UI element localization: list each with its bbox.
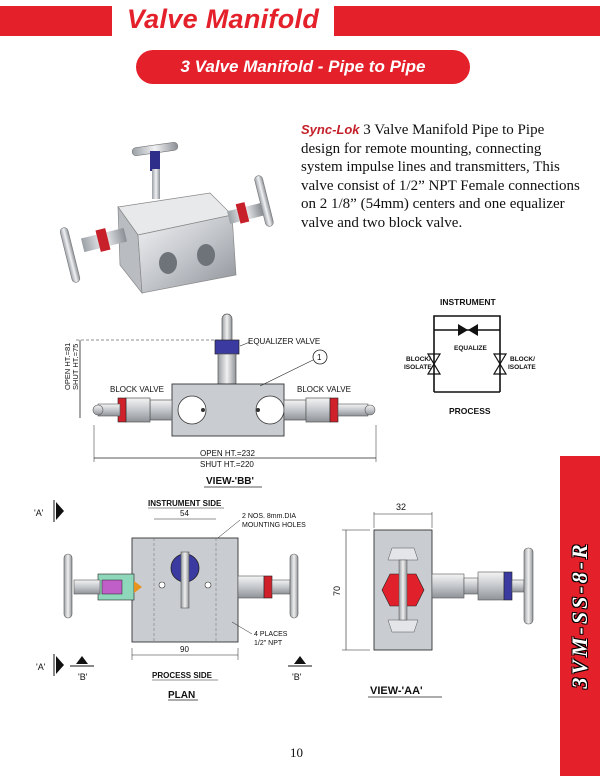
marker-a-bottom: 'A' bbox=[36, 662, 46, 672]
plan-dim-90: 90 bbox=[180, 645, 189, 654]
view-aa-drawing: 32 70 VIEW-'AA' bbox=[332, 502, 534, 698]
aa-view-caption: VIEW-'AA' bbox=[370, 685, 423, 697]
bb-block-valve-left: BLOCK VALVE bbox=[110, 385, 164, 394]
schematic-block-left-1: BLOCK/ bbox=[406, 356, 431, 363]
plan-places-2: 1/2" NPT bbox=[254, 640, 283, 647]
page-title: Valve Manifold bbox=[126, 3, 320, 34]
plan-places-1: 4 PLACES bbox=[254, 631, 288, 638]
marker-b-right: 'B' bbox=[292, 672, 302, 682]
bb-shut-ht-vertical: SHUT HT.=75 bbox=[71, 344, 80, 390]
bb-equalizer-label: EQUALIZER VALVE bbox=[248, 337, 320, 346]
subtitle-banner: 3 Valve Manifold - Pipe to Pipe bbox=[136, 50, 470, 84]
plan-process-side: PROCESS SIDE bbox=[152, 671, 213, 680]
plan-dim-54: 54 bbox=[180, 509, 189, 518]
product-photo bbox=[60, 142, 274, 295]
bb-callout-number: 1 bbox=[317, 353, 322, 362]
product-description: Sync-Lok 3 Valve Manifold Pipe to Pipe d… bbox=[301, 121, 581, 232]
plan-instrument-side: INSTRUMENT SIDE bbox=[148, 499, 222, 508]
valve-schematic: INSTRUMENT EQUALIZE BLOCK/ ISOLATE BLOCK… bbox=[404, 297, 536, 416]
schematic-process: PROCESS bbox=[449, 406, 491, 416]
view-bb-drawing: OPEN HT.=81 SHUT HT.=75 EQUALIZER VALVE … bbox=[63, 313, 377, 488]
plan-caption: PLAN bbox=[168, 690, 195, 701]
plan-mounting-holes-2: MOUNTING HOLES bbox=[242, 522, 306, 529]
bb-open-ht: OPEN HT.=232 bbox=[200, 449, 255, 458]
plan-drawing: INSTRUMENT SIDE 54 2 NOS. 8mm.DIA MOUNTI… bbox=[34, 499, 312, 701]
plan-mounting-holes-1: 2 NOS. 8mm.DIA bbox=[242, 513, 296, 520]
side-tab bbox=[560, 456, 600, 776]
description-text: 3 Valve Manifold Pipe to Pipe design for… bbox=[301, 122, 580, 231]
schematic-block-left-2: ISOLATE bbox=[404, 364, 432, 371]
marker-a-top: 'A' bbox=[34, 508, 44, 518]
brand-logo: Sync-Lok bbox=[301, 122, 360, 137]
aa-dim-32: 32 bbox=[396, 502, 406, 512]
page-title-box: Valve Manifold bbox=[112, 0, 334, 38]
bb-view-caption: VIEW-'BB' bbox=[206, 476, 254, 487]
subtitle-text: 3 Valve Manifold - Pipe to Pipe bbox=[180, 57, 426, 76]
schematic-block-right-2: ISOLATE bbox=[508, 364, 536, 371]
aa-dim-70: 70 bbox=[332, 586, 342, 596]
model-code-label: 3VM-SS-8-R bbox=[567, 541, 592, 689]
page-number: 10 bbox=[290, 745, 303, 760]
bb-block-valve-right: BLOCK VALVE bbox=[297, 385, 351, 394]
marker-b-left: 'B' bbox=[78, 672, 88, 682]
schematic-block-right-1: BLOCK/ bbox=[510, 356, 535, 363]
bb-shut-ht: SHUT HT.=220 bbox=[200, 460, 254, 469]
bb-open-ht-vertical: OPEN HT.=81 bbox=[63, 343, 72, 390]
schematic-equalize: EQUALIZE bbox=[454, 345, 488, 352]
schematic-instrument: INSTRUMENT bbox=[440, 297, 497, 307]
